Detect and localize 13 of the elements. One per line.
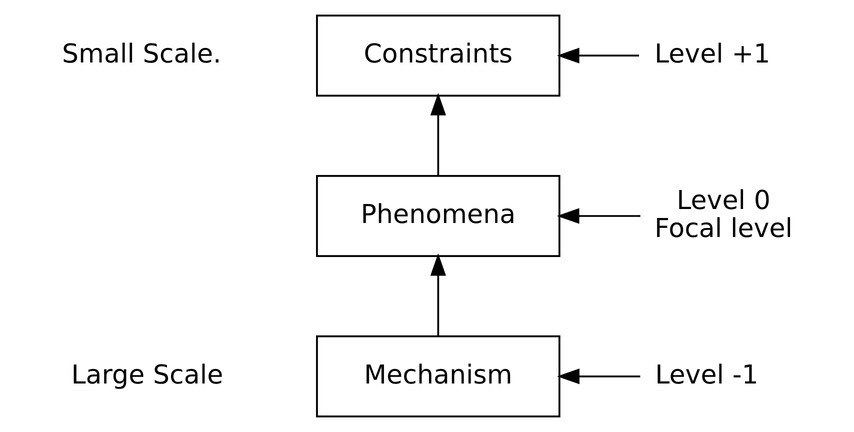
node-box: Constraints	[316, 14, 560, 97]
arrow	[557, 368, 640, 384]
arrow	[556, 48, 640, 64]
arrow	[556, 208, 640, 224]
node-box: Phenomena	[316, 174, 560, 258]
node-text: Level -1	[655, 360, 758, 390]
label: Small Scale.	[62, 40, 222, 70]
label: Large Scale	[71, 360, 224, 390]
node-text: Level +1	[654, 40, 770, 70]
node-text: Level 0 Focal level	[654, 186, 793, 244]
arrow	[430, 253, 446, 336]
node-box: Mechanism	[316, 335, 560, 418]
arrow	[430, 92, 446, 176]
